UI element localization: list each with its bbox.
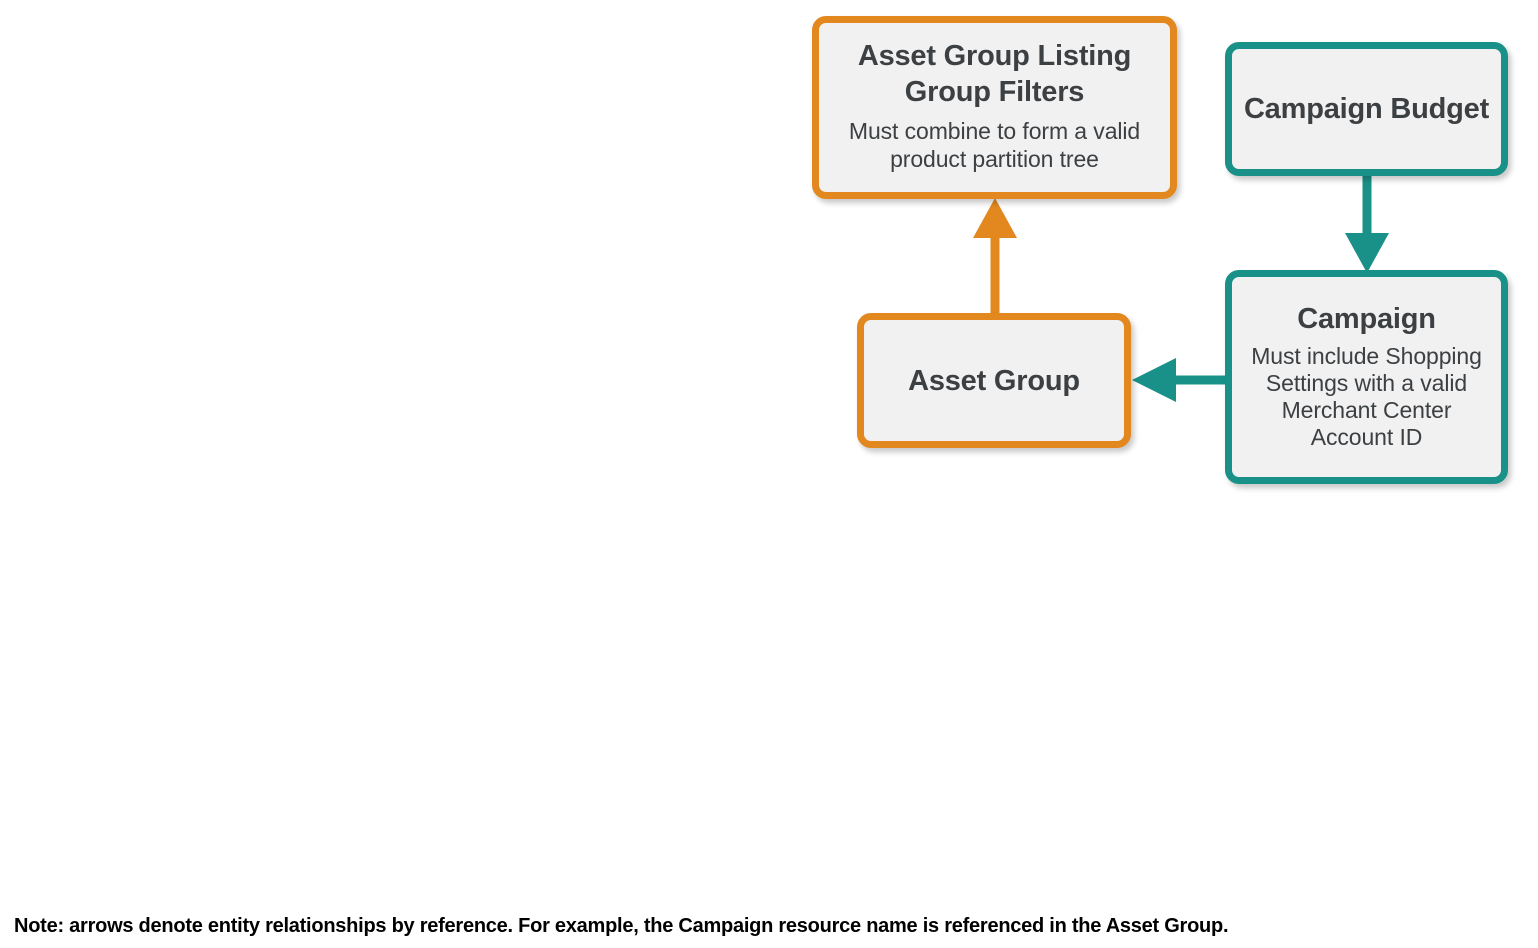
node-asset-group-listing-group-filters[interactable]: Asset Group Listing Group Filters Must c… [812,16,1177,199]
node-title: Asset Group [908,364,1080,397]
node-title: Campaign Budget [1243,93,1490,125]
node-title: Asset Group Listing Group Filters [857,40,1132,108]
node-campaign[interactable]: Campaign Must include Shopping Settings … [1225,270,1508,484]
node-title: Campaign [1297,303,1436,335]
edge-campaign-to-asset-group [1132,358,1234,402]
diagram-footnote: Note: arrows denote entity relationships… [14,915,1229,937]
edge-campaign-budget-to-campaign [1345,172,1389,273]
node-description: Must combine to form a valid product par… [848,118,1141,172]
node-asset-group[interactable]: Asset Group [857,313,1131,448]
node-description: Must include Shopping Settings with a va… [1251,343,1482,450]
node-campaign-budget[interactable]: Campaign Budget [1225,42,1508,176]
edge-asset-group-to-filters [973,198,1017,318]
